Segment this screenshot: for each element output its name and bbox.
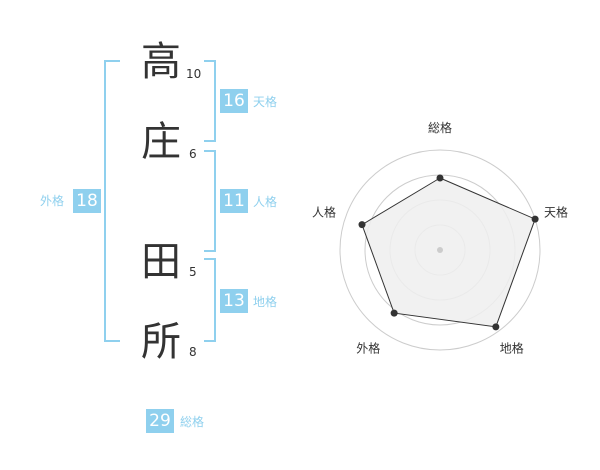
radar-point <box>390 309 398 317</box>
soukaku-label: 総格 <box>180 415 205 429</box>
name-char-2: 庄 <box>141 119 181 165</box>
radar-point <box>531 215 539 223</box>
gaikaku-bracket <box>104 60 120 342</box>
name-char-3: 田 <box>141 239 181 285</box>
radar-axis-label: 総格 <box>428 120 452 135</box>
tenkaku-label: 天格 <box>253 95 278 109</box>
gaikaku-value: 18 <box>73 189 101 213</box>
radar-axis-label: 地格 <box>500 341 524 356</box>
jinkaku-value: 11 <box>220 189 248 213</box>
name-char-1: 高 <box>141 39 181 85</box>
radar-axis-label: 天格 <box>544 204 568 219</box>
radar-area <box>361 177 536 328</box>
name-char-4: 所 <box>141 319 181 365</box>
stroke-count-4: 8 <box>189 345 197 359</box>
radar-ring <box>339 149 541 351</box>
soukaku-value: 29 <box>146 409 174 433</box>
chikaku-bracket <box>204 258 216 342</box>
radar-axis-label: 人格 <box>312 204 336 219</box>
stroke-count-1: 10 <box>186 67 202 81</box>
chikaku-value: 13 <box>220 289 248 313</box>
tenkaku-value: 16 <box>220 89 248 113</box>
stroke-count-3: 5 <box>189 265 197 279</box>
stroke-count-2: 6 <box>189 147 197 161</box>
radar-axis-label: 外格 <box>356 341 380 356</box>
radar-points <box>358 174 539 331</box>
gaikaku-label: 外格 <box>40 194 65 208</box>
radar-point <box>358 221 366 229</box>
tenkaku-bracket <box>204 60 216 142</box>
jinkaku-label: 人格 <box>253 195 278 209</box>
jinkaku-bracket <box>204 150 216 252</box>
radar-point <box>492 323 500 331</box>
radar-center-dot <box>437 247 443 253</box>
radar-point <box>436 174 444 182</box>
chikaku-label: 地格 <box>253 295 278 309</box>
